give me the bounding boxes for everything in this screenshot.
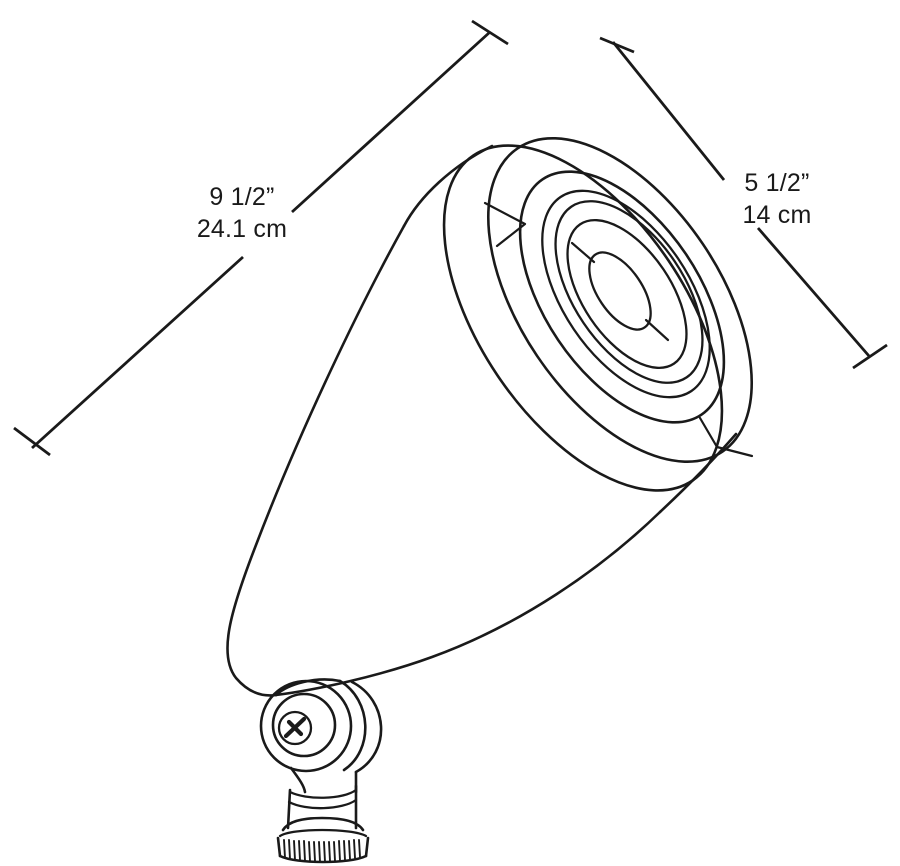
nut-top-shoulder xyxy=(281,816,365,832)
dimension-width-inches: 5 1/2” xyxy=(744,169,810,197)
nut-right-wall xyxy=(364,836,370,858)
nut-top-curve xyxy=(278,828,368,838)
bezel-notch-details xyxy=(483,201,754,458)
lens-rib-upper xyxy=(570,241,596,264)
dimension-label-width: 5 1/2” 14 cm xyxy=(722,168,832,232)
housing-bottom-right-silhouette xyxy=(274,510,662,697)
dimension-width-metric: 14 cm xyxy=(742,200,812,229)
knuckle-shoulder-left xyxy=(289,766,307,794)
dimension-length-line-upper xyxy=(291,30,491,214)
bezel-notch-top-left xyxy=(483,201,527,248)
stem-left-wall xyxy=(286,788,292,830)
lamp-head-bezel xyxy=(486,137,754,463)
knuckle-joint xyxy=(259,678,383,794)
collar-outer-ellipse xyxy=(442,144,724,492)
bezel-notch-bottom-right xyxy=(698,416,754,458)
bezel-inner-step xyxy=(518,170,726,424)
dimension-length-tick-bottom xyxy=(13,426,51,457)
knuckle-yoke-arc-inner xyxy=(338,679,367,772)
knuckle-hub-inner xyxy=(271,692,337,758)
stem-upper-band xyxy=(288,788,358,799)
fixture-housing xyxy=(226,224,738,697)
dimension-width-group xyxy=(599,36,888,370)
housing-collar-ring xyxy=(402,144,724,492)
dimension-width-line-lower xyxy=(756,227,871,357)
housing-left-silhouette xyxy=(226,224,406,697)
mounting-stem-assembly xyxy=(276,784,370,864)
reflector-outer-ring xyxy=(541,189,711,399)
phillips-screw-icon xyxy=(283,716,307,739)
dimension-length-metric: 24.1 cm xyxy=(196,214,288,243)
collar-front-lip xyxy=(402,144,494,228)
dimension-length-line-lower xyxy=(31,255,244,450)
center-lens xyxy=(588,251,652,331)
knuckle-screw-boss xyxy=(277,710,313,746)
stem-band-line xyxy=(287,798,358,810)
lens-rib-lower xyxy=(644,318,670,342)
dimension-width-tick-bottom xyxy=(852,343,888,370)
reflector-bowl-wall xyxy=(566,218,688,370)
nut-left-wall xyxy=(276,836,282,858)
knuckle-yoke-arc-outer xyxy=(350,680,383,774)
lens-assembly xyxy=(570,241,670,342)
knuckle-body-attachment xyxy=(274,678,342,697)
dimension-label-length: 9 1/2” 24.1 cm xyxy=(182,182,302,246)
nut-knurl-ribs xyxy=(283,839,361,863)
housing-right-silhouette xyxy=(658,432,738,514)
reflector-inner-ring xyxy=(554,200,704,384)
reflector-cavity xyxy=(541,189,711,399)
nut-bottom-edge xyxy=(278,854,368,864)
dimension-length-inches: 9 1/2” xyxy=(209,183,275,211)
dimension-length-group xyxy=(13,19,509,457)
dimension-width-line-upper xyxy=(611,41,726,181)
bezel-outer-rim xyxy=(486,137,754,463)
